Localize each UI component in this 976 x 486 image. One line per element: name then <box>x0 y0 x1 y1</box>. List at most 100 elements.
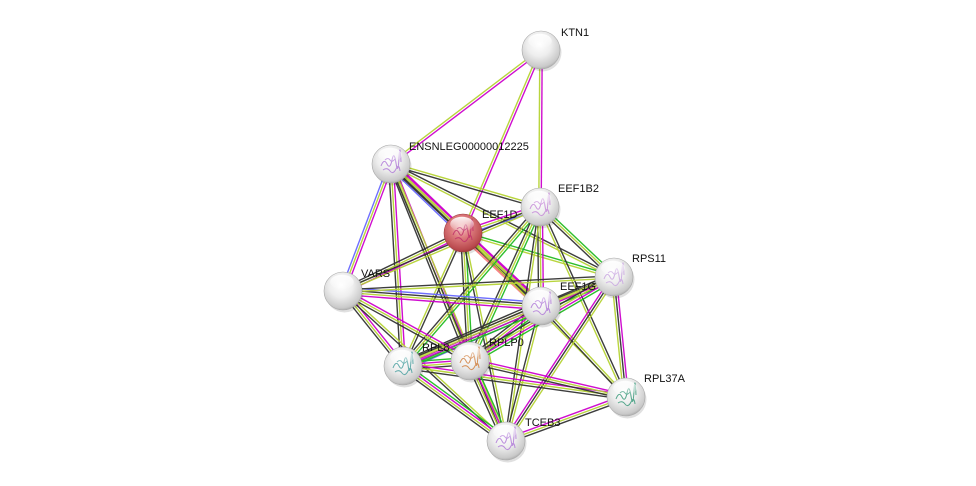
edge-evidence-experiments <box>403 362 627 396</box>
edge-evidence-textmining <box>469 360 627 398</box>
edge-evidence-coexpression <box>341 292 470 364</box>
node-highlight <box>457 344 481 360</box>
node-highlight <box>450 216 474 232</box>
edge-evidence-experiments <box>503 275 613 441</box>
edge-evidence-textmining <box>538 207 626 398</box>
edge-evidence-textmining <box>505 396 627 442</box>
node-rplp0[interactable]: RPLP0 <box>450 337 524 383</box>
edge-evidence-coexpression <box>390 164 540 209</box>
edge-evidence-textmining <box>401 366 506 443</box>
node-highlight <box>528 289 552 305</box>
edge-KTN1-ENSNLEG00000012225[interactable] <box>389 48 543 166</box>
edge-RPS11-TCEB3[interactable] <box>503 275 617 443</box>
edge-evidence-coexpression <box>403 233 465 367</box>
edge-evidence-homology <box>340 162 390 291</box>
node-label: RPL37A <box>644 373 686 385</box>
edge-evidence-textmining <box>342 290 471 362</box>
node-rps11[interactable]: RPS11 <box>594 253 666 299</box>
edge-evidence-coexpression <box>540 206 628 397</box>
node-tceb3[interactable]: TCEB3 <box>486 417 560 463</box>
edge-evidence-coexpression <box>505 276 615 442</box>
node-eef1b2[interactable]: EEF1B2 <box>520 183 599 229</box>
edge-evidence-experiments <box>344 164 394 293</box>
edge-evidence-textmining <box>463 232 508 441</box>
edge-evidence-experiments <box>391 50 543 166</box>
edge-EEF1B2-VARS[interactable] <box>342 205 541 293</box>
node-vars[interactable]: VARS <box>323 268 390 313</box>
node-label: RPLP0 <box>489 337 524 349</box>
node-label: KTN1 <box>561 27 589 39</box>
edge-RPLP0-RPL37A[interactable] <box>469 358 627 400</box>
node-eef1d[interactable]: EEF1D <box>443 209 518 255</box>
node-highlight <box>390 349 414 365</box>
edge-KTN1-EEF1D[interactable] <box>461 49 543 234</box>
edge-evidence-experiments <box>615 276 630 397</box>
node-highlight <box>613 380 637 396</box>
edge-evidence-coexpression <box>469 362 626 400</box>
edge-evidence-textmining <box>541 304 628 397</box>
edge-evidence-coexpression <box>341 230 463 290</box>
edge-evidence-textmining <box>461 49 541 233</box>
edge-evidence-experiments <box>540 49 543 208</box>
node-label: EEF1B2 <box>558 183 599 195</box>
node-ensnleg00000012225[interactable]: ENSNLEG00000012225 <box>371 141 529 186</box>
edge-VARS-RPLP0[interactable] <box>341 288 472 364</box>
node-highlight <box>527 190 551 206</box>
edge-evidence-textmining <box>610 277 625 398</box>
node-label: RPL8 <box>422 342 450 354</box>
edge-evidence-coexpression <box>387 164 402 367</box>
edge-evidence-textmining <box>391 162 541 207</box>
edge-KTN1-EEF1B2[interactable] <box>538 49 543 208</box>
edge-RPS11-RPL37A[interactable] <box>610 276 630 398</box>
node-highlight <box>493 424 517 440</box>
edge-evidence-coexpression <box>388 164 469 363</box>
edge-evidence-textmining <box>402 365 627 398</box>
edge-evidence-experiments <box>342 293 541 311</box>
edge-evidence-coexpression <box>506 398 628 444</box>
edge-evidence-coexpression <box>342 205 540 291</box>
edge-evidence-coexpression <box>504 206 540 441</box>
edge-evidence-experiments <box>343 288 472 360</box>
edge-evidence-textmining <box>538 49 541 208</box>
edge-evidence-coexpression <box>539 306 626 399</box>
edge-evidence-experiments <box>504 394 626 440</box>
node-rpl8[interactable]: RPL8 <box>383 342 450 388</box>
edge-evidence-textmining <box>342 291 541 308</box>
edge-evidence-coexpression <box>343 289 542 306</box>
node-eef1g[interactable]: EEF1G <box>521 281 596 328</box>
node-label: RPS11 <box>632 253 666 265</box>
edge-evidence-coexpression <box>613 276 627 398</box>
edge-evidence-coexpression <box>402 367 626 401</box>
edge-ENSNLEG00000012225-VARS[interactable] <box>340 162 394 293</box>
node-highlight <box>330 274 354 290</box>
node-label: EEF1D <box>482 209 518 221</box>
edge-EEF1G-RPL37A[interactable] <box>539 304 628 399</box>
edge-evidence-database <box>463 231 615 277</box>
edge-evidence-textmining <box>343 207 541 293</box>
node-label: VARS <box>361 268 390 280</box>
edge-RPL8-RPL37A[interactable] <box>402 362 627 401</box>
node-rpl37a[interactable]: RPL37A <box>606 373 686 419</box>
edge-evidence-coexpression <box>401 273 613 364</box>
edge-evidence-textmining <box>507 277 617 443</box>
node-highlight <box>601 260 625 276</box>
node-label: EEF1G <box>560 281 596 293</box>
edge-evidence-experiments <box>403 364 508 441</box>
edge-evidence-textmining <box>402 275 614 366</box>
node-highlight <box>528 33 552 49</box>
edge-evidence-coexpression <box>342 275 614 291</box>
edge-TCEB3-RPL37A[interactable] <box>504 394 628 444</box>
node-label: ENSNLEG00000012225 <box>409 141 529 153</box>
edge-ENSNLEG00000012225-EEF1B2[interactable] <box>390 162 541 209</box>
edge-evidence-textmining <box>343 277 615 293</box>
edge-RPS11-VARS[interactable] <box>342 275 615 293</box>
edge-evidence-experiments <box>463 50 543 234</box>
edges-layer <box>340 48 630 445</box>
edge-evidence-coexpression <box>400 368 505 445</box>
edge-EEF1B2-RPL37A[interactable] <box>538 206 628 398</box>
edge-evidence-textmining <box>342 163 392 292</box>
node-ktn1[interactable]: KTN1 <box>521 27 589 72</box>
edge-RPL8-TCEB3[interactable] <box>400 362 509 445</box>
